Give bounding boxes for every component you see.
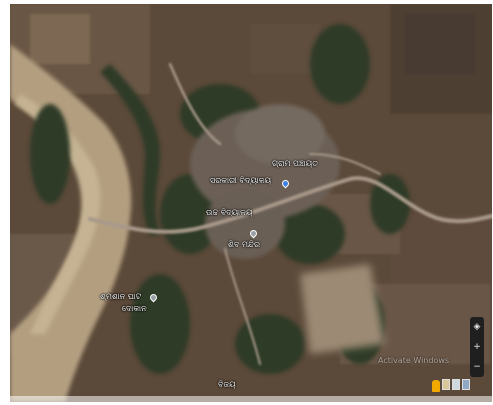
pegman-icon[interactable] bbox=[432, 380, 440, 392]
layer-swatch[interactable] bbox=[462, 379, 470, 390]
map-label-south-bottom[interactable]: ବିଜୟ bbox=[218, 380, 236, 389]
fallow-land bbox=[300, 264, 385, 354]
compass-icon[interactable]: ◈ bbox=[473, 322, 481, 332]
map-label-centre[interactable]: ସରକାରୀ ବିଦ୍ୟାଳୟ bbox=[210, 176, 272, 185]
map-label-centre-2[interactable]: ଉଚ୍ଚ ବିଦ୍ୟାଳୟ bbox=[206, 208, 253, 217]
map-controls: ◈ + − bbox=[470, 317, 484, 377]
map-label-village-shop[interactable]: ଦୋକାନ bbox=[122, 304, 147, 313]
layer-swatch[interactable] bbox=[442, 379, 450, 390]
map-label-north-east[interactable]: ଗ୍ରାମ ପଞ୍ଚାୟତ bbox=[272, 159, 318, 168]
layer-swatch[interactable] bbox=[452, 379, 460, 390]
map-label-river-west[interactable]: ଶ୍ମଶାନ ଘାଟ bbox=[100, 292, 142, 301]
zoom-in-button[interactable]: + bbox=[473, 342, 481, 352]
windows-watermark: Activate Windows bbox=[378, 356, 450, 365]
map-imagery[interactable] bbox=[10, 4, 492, 402]
roads bbox=[88, 62, 492, 365]
map-attribution-bar bbox=[10, 396, 492, 402]
layer-switcher[interactable] bbox=[442, 379, 470, 390]
zoom-out-button[interactable]: − bbox=[473, 362, 481, 372]
map-label-south[interactable]: ଶିବ ମନ୍ଦିର bbox=[228, 240, 261, 249]
riverbed-sand bbox=[15, 94, 101, 334]
satellite-map[interactable]: ଗ୍ରାମ ପଞ୍ଚାୟତ ସରକାରୀ ବିଦ୍ୟାଳୟ ଉଚ୍ଚ ବିଦ୍ୟ… bbox=[10, 4, 492, 402]
